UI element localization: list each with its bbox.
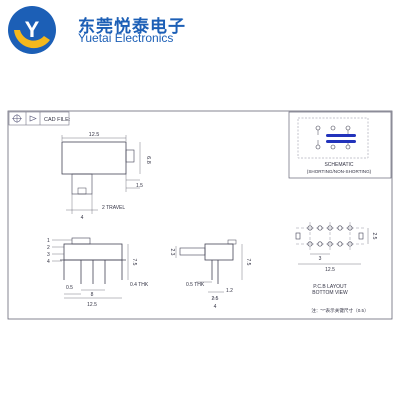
front-callout-4: 4	[47, 259, 50, 265]
brand-name-cn: 东莞悦泰电子	[78, 17, 186, 37]
top-height-dim: 6.8	[145, 156, 151, 164]
front-callout-1: 1	[47, 238, 50, 244]
top-width-dim: 12.5	[89, 132, 100, 138]
logo-letter: Y	[25, 17, 40, 42]
side-pin-dim: 1.2	[226, 288, 233, 294]
pcb-note: 注："*"表示关键尺寸（0.5）	[311, 307, 368, 314]
side-bottom-dim-2: 4	[214, 304, 217, 310]
schematic-contact-bar-1	[326, 134, 356, 137]
pcb-subtitle: BOTTOM VIEW	[312, 290, 348, 296]
front-callout-3: 3	[47, 252, 50, 258]
side-view	[175, 239, 243, 299]
pcb-pitch-dim: 3	[319, 256, 322, 262]
brand-name-en: Yuetai Electronics	[78, 31, 174, 45]
front-span-dim: 8	[91, 292, 94, 298]
side-base-dim: 0.5 THK	[186, 282, 205, 288]
front-callout-2: 2	[47, 245, 50, 251]
side-right-dim: 7.5	[245, 259, 251, 266]
front-view	[52, 237, 129, 299]
side-bottom-dim: 2.5	[212, 296, 219, 302]
schematic-contact-bar-2	[326, 140, 356, 143]
cad-title-block	[8, 111, 70, 126]
top-view	[61, 135, 141, 214]
schematic-title: SCHEMATIC	[324, 162, 353, 168]
front-pitch-dim: 0.5	[66, 285, 73, 291]
schematic-subtitle: (SHORTING/NON-SHORTING)	[307, 169, 372, 174]
front-overall-dim: 12.5	[87, 302, 97, 308]
top-travel-dim: 2 TRAVEL	[102, 205, 125, 211]
pcb-layout	[295, 222, 369, 265]
pcb-width-dim: 12.5	[325, 267, 335, 273]
side-height-dim: 2.3	[169, 249, 175, 256]
pcb-right-dim: 2.5	[371, 233, 377, 240]
brand-logo-icon: Y	[8, 6, 56, 54]
pcb-title: P.C.B LAYOUT	[313, 284, 346, 290]
top-side-dim: 1.5	[136, 183, 143, 189]
projection-cone-icon	[29, 115, 37, 122]
front-pin-dim: 0.4 THK	[130, 282, 149, 288]
sheet-border	[7, 110, 393, 320]
front-height-dim: 7.5	[131, 259, 137, 266]
brand-header: Y 东莞悦泰电子 Yuetai Electronics	[0, 0, 400, 60]
cad-file-label: CAD FILE:	[44, 117, 71, 123]
top-small-dim: 4	[81, 215, 84, 221]
schematic-panel	[288, 111, 392, 179]
schematic-contacts	[315, 125, 351, 150]
